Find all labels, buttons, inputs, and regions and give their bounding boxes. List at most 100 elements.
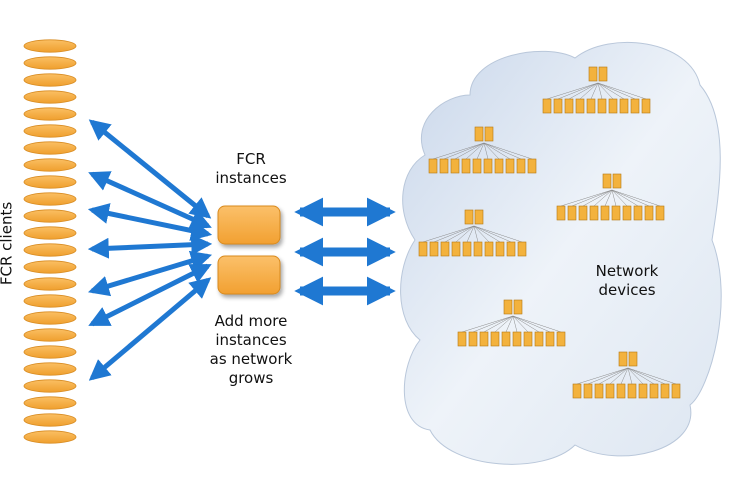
client-node bbox=[23, 39, 77, 53]
device-node bbox=[586, 98, 596, 114]
device-link bbox=[473, 225, 512, 243]
device-link bbox=[627, 367, 666, 385]
device-link bbox=[473, 225, 479, 243]
device-link bbox=[483, 142, 511, 160]
device-link bbox=[597, 82, 647, 100]
device-node bbox=[655, 205, 665, 221]
device-node bbox=[616, 383, 626, 399]
device-link bbox=[611, 189, 639, 207]
device-node bbox=[503, 299, 513, 315]
device-node bbox=[523, 331, 533, 347]
device-node bbox=[602, 173, 612, 189]
client-node bbox=[23, 277, 77, 291]
client-node bbox=[23, 209, 77, 223]
device-node bbox=[451, 241, 461, 257]
device-node bbox=[494, 158, 504, 174]
device-link bbox=[432, 142, 485, 160]
client-node bbox=[23, 175, 77, 189]
client-node bbox=[23, 124, 77, 138]
device-node bbox=[633, 205, 643, 221]
device-link bbox=[454, 142, 485, 160]
client-node bbox=[23, 192, 77, 206]
client-node bbox=[23, 345, 77, 359]
device-node bbox=[575, 98, 585, 114]
device-node bbox=[598, 66, 608, 82]
client-arrows bbox=[87, 119, 213, 381]
device-link bbox=[494, 315, 514, 333]
device-node bbox=[474, 209, 484, 225]
device-node bbox=[534, 331, 544, 347]
device-link bbox=[557, 82, 599, 100]
device-link bbox=[444, 225, 475, 243]
device-link bbox=[579, 82, 599, 100]
device-link bbox=[587, 367, 629, 385]
device-link bbox=[611, 189, 650, 207]
device-node bbox=[429, 241, 439, 257]
device-node bbox=[597, 98, 607, 114]
device-link bbox=[597, 82, 625, 100]
device-node bbox=[472, 158, 482, 174]
device-link bbox=[576, 367, 629, 385]
device-link bbox=[627, 367, 633, 385]
device-link bbox=[597, 82, 603, 100]
device-node bbox=[556, 331, 566, 347]
device-node bbox=[644, 205, 654, 221]
device-link bbox=[597, 82, 636, 100]
device-link bbox=[611, 189, 628, 207]
device-node bbox=[418, 241, 428, 257]
device-link bbox=[627, 367, 644, 385]
fcr-instances bbox=[217, 205, 281, 295]
device-node bbox=[501, 331, 511, 347]
device-link bbox=[590, 82, 599, 100]
device-link bbox=[620, 367, 629, 385]
device-link bbox=[512, 315, 562, 333]
fcr-instance-2 bbox=[217, 255, 281, 295]
device-link bbox=[466, 225, 475, 243]
device-node bbox=[612, 173, 622, 189]
client-node bbox=[23, 158, 77, 172]
device-node bbox=[484, 126, 494, 142]
client-arrow bbox=[88, 277, 212, 381]
device-node bbox=[567, 205, 577, 221]
device-node bbox=[628, 351, 638, 367]
device-node bbox=[671, 383, 681, 399]
client-arrow bbox=[87, 234, 213, 259]
device-cluster bbox=[556, 173, 665, 221]
device-link bbox=[598, 367, 629, 385]
device-link bbox=[483, 142, 533, 160]
device-node bbox=[608, 98, 618, 114]
device-node bbox=[484, 241, 494, 257]
device-link bbox=[473, 225, 490, 243]
client-node bbox=[23, 90, 77, 104]
device-link bbox=[422, 225, 475, 243]
device-node bbox=[564, 98, 574, 114]
device-link bbox=[465, 142, 485, 160]
device-node bbox=[468, 331, 478, 347]
network-arrows bbox=[294, 197, 396, 306]
client-node bbox=[23, 73, 77, 87]
device-node bbox=[517, 241, 527, 257]
device-node bbox=[600, 205, 610, 221]
device-node bbox=[479, 331, 489, 347]
device-node bbox=[660, 383, 670, 399]
device-link bbox=[512, 315, 518, 333]
device-link bbox=[627, 367, 677, 385]
device-node bbox=[542, 98, 552, 114]
device-link bbox=[483, 315, 514, 333]
fcr-instances-label: FCR instances bbox=[215, 150, 287, 187]
client-node bbox=[23, 328, 77, 342]
device-node bbox=[428, 158, 438, 174]
fcr-instance-1 bbox=[217, 205, 281, 245]
device-node bbox=[578, 205, 588, 221]
client-node bbox=[23, 294, 77, 308]
device-node bbox=[506, 241, 516, 257]
client-column bbox=[23, 39, 77, 444]
device-node bbox=[583, 383, 593, 399]
device-link bbox=[604, 189, 613, 207]
device-link bbox=[505, 315, 514, 333]
device-link bbox=[455, 225, 475, 243]
device-node bbox=[505, 158, 515, 174]
device-node bbox=[618, 351, 628, 367]
device-link bbox=[472, 315, 514, 333]
client-node bbox=[23, 243, 77, 257]
